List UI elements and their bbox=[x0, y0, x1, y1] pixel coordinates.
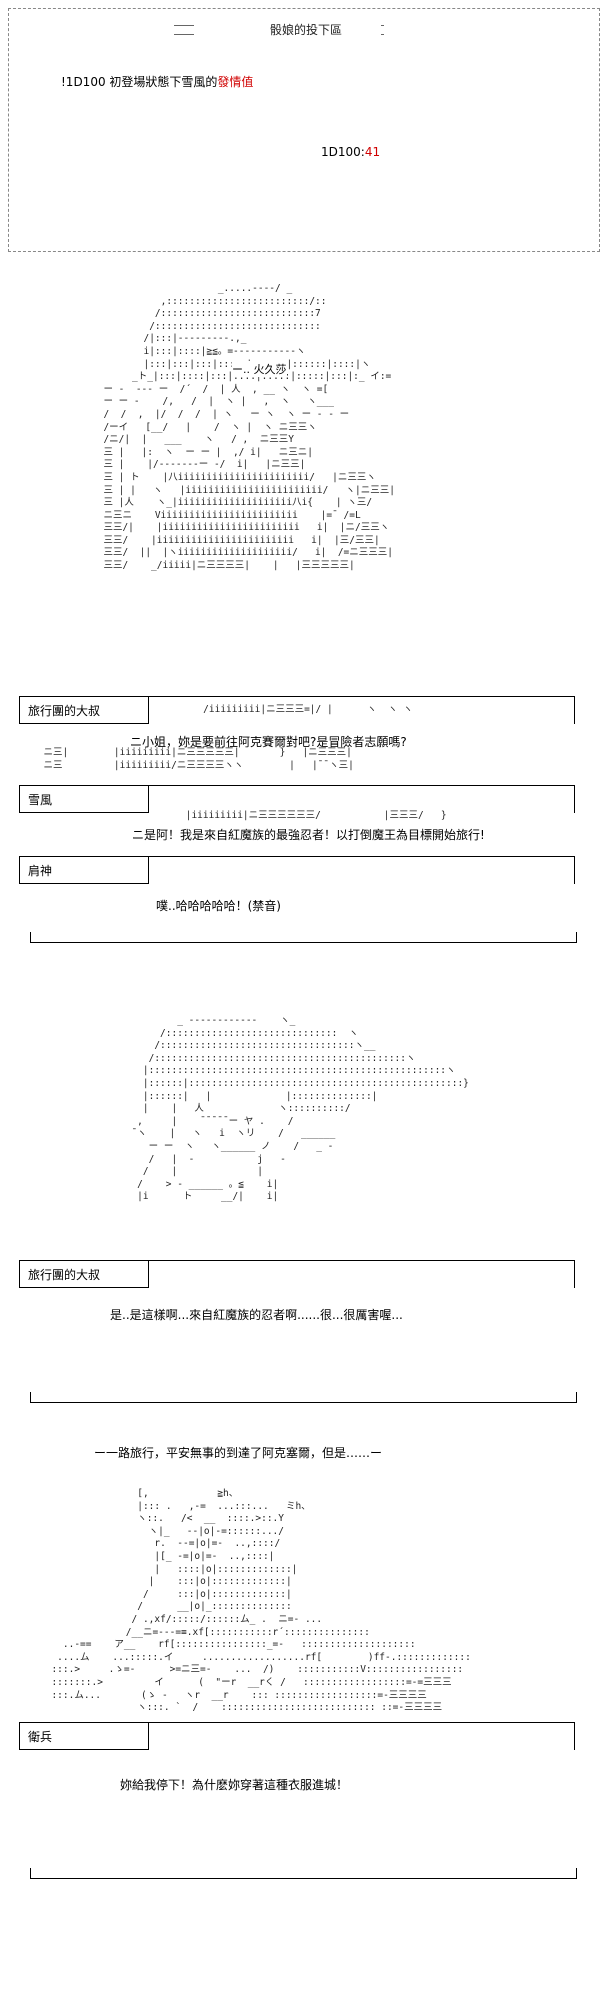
dialogue-line-3: 噗..哈哈哈哈哈！(禁音) bbox=[156, 899, 281, 913]
panel-end-line-2 bbox=[30, 1392, 577, 1403]
dialogue-line-2: ニ是阿！我是來自紅魔族的最強忍者！以打倒魔王為目標開始旅行! bbox=[132, 828, 485, 842]
dice-roll-command: !1D100 初登場狀態下雪風的發情值 bbox=[61, 75, 254, 89]
speaker-box-guard: 衛兵 bbox=[19, 1722, 575, 1750]
ascii-art-gate-guard: [, ≧h、 |::: . ,-= ...:::... ミh、 ヽ::. /< … bbox=[51, 1488, 471, 1714]
dialogue-line-5: 妳給我停下！為什麽妳穿著這種衣服進城！ bbox=[120, 1778, 349, 1792]
dice-roll-result: 1D100:41 bbox=[321, 145, 381, 159]
speaker-label: 旅行團的大叔 bbox=[19, 1260, 149, 1288]
dice-roll-box: 骰娘的投下區 !1D100 初登場狀態下雪風的發情值 1D100:41 bbox=[8, 8, 600, 252]
panel-end-line-3 bbox=[30, 1868, 577, 1879]
speaker-label: 旅行團的大叔 bbox=[19, 696, 149, 724]
speaker-box-shoulder-god: 肩神 bbox=[19, 856, 575, 884]
ascii-art-yukikaze-portrait: _.....----/ _ ,:::::::::::::::::::::::::… bbox=[103, 283, 395, 572]
aa-hair-ornament-text: ー.. 火久莎 bbox=[232, 361, 287, 377]
dialogue-line-4: 是..是這樣啊...來自紅魔族的忍者啊......很...很厲害喔... bbox=[110, 1308, 403, 1322]
speaker-box-tour-uncle-2: 旅行團的大叔 bbox=[19, 1260, 575, 1288]
speaker-label: 雪風 bbox=[19, 785, 149, 813]
dice-box-title: 骰娘的投下區 bbox=[231, 17, 381, 43]
title-rule-left bbox=[174, 25, 194, 35]
speaker-box-yukikaze: 雪風 bbox=[19, 785, 575, 813]
narration-text: ー一路旅行，平安無事的到達了阿克塞爾，但是……ー bbox=[94, 1446, 383, 1460]
ascii-art-body-lower-3: |iiiiiiiii|ニ三三三三三三/ |三三三/ } bbox=[185, 810, 447, 821]
ascii-art-yukikaze-closeup: _ ‐‐‐‐‐‐‐‐‐‐‐‐ ヽ_ /:::::::::::::::::::::… bbox=[131, 1015, 469, 1203]
speaker-label: 肩神 bbox=[19, 856, 149, 884]
ascii-art-body-lower-1: /iiiiiiiii|ニ三三三=|/ | ヽ ヽ ヽ bbox=[203, 704, 413, 715]
dialogue-line-1: ニ小姐，妳是要前往阿克賽爾對吧?是冒險者志願嗎? bbox=[130, 735, 407, 749]
panel-end-line-1 bbox=[30, 932, 577, 943]
speaker-box-tour-uncle-1: 旅行團的大叔 bbox=[19, 696, 575, 724]
speaker-label: 衛兵 bbox=[19, 1722, 149, 1750]
ascii-art-body-lower-2: ニ三| |iiiiiiiii|ニ三三三三三| } |ニ三三三| ニ三 |iiii… bbox=[43, 747, 354, 771]
